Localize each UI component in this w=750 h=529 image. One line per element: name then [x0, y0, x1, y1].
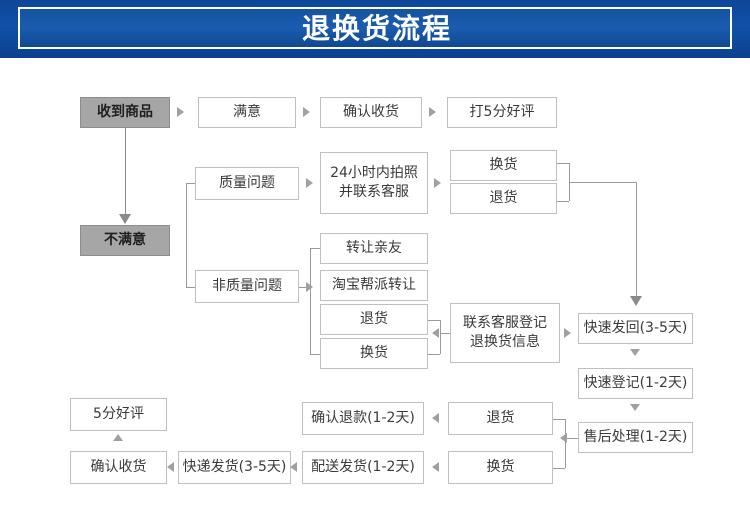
bracket-spine-tuihuo-huanhuo-mid — [440, 320, 441, 354]
node-fast-ship-back-3-5-days[interactable]: 快速发回(3-5天) — [578, 313, 693, 344]
header-banner-inner-frame: 退换货流程 — [18, 7, 732, 49]
arrow-shoudaoshangpin-to-manyi — [177, 107, 184, 117]
node-transfer-to-friends[interactable]: 转让亲友 — [320, 233, 428, 264]
arrow-paizhao-to-huanhuo-tuihuo — [434, 178, 441, 188]
node-non-quality-issue[interactable]: 非质量问题 — [195, 270, 299, 303]
bracket-arm-to-zhiliangwenti — [186, 183, 196, 184]
merge-bracket-arm-huanhuo — [557, 163, 569, 164]
bracket-feed-nonquality — [299, 287, 310, 288]
arrow-querenshouhuo-to-da5fen — [429, 107, 436, 117]
arrowhead-to-bumanyi — [119, 214, 131, 224]
node-delivery-ship-1-2-days[interactable]: 配送发货(1-2天) — [302, 451, 424, 484]
merge-bracket-arm-tuihuo — [557, 201, 569, 202]
node-return-bottom[interactable]: 退货 — [448, 402, 553, 435]
node-taobao-group-transfer[interactable]: 淘宝帮派转让 — [320, 270, 428, 301]
merge-line-vertical-to-kuaisufahui — [636, 182, 637, 296]
node-confirm-receipt-bottom[interactable]: 确认收货 — [70, 451, 167, 484]
line-shouhouchuli-to-bracket — [565, 438, 578, 439]
bracket-arm-huanhuo-bottom — [553, 468, 565, 469]
arrow-shouhouchuli-to-tuihuanhuo — [560, 433, 567, 443]
bracket-arm-to-huanhuo-lower — [310, 354, 320, 355]
node-received-goods[interactable]: 收到商品 — [80, 97, 170, 128]
node-express-ship-3-5-days[interactable]: 快递发货(3-5天) — [178, 451, 291, 484]
arrow-huanhuo-to-peisongfahuo — [432, 462, 439, 472]
arrow-lianxikefu-to-kuaisufahui — [564, 328, 571, 338]
line-shoudaoshangpin-to-bumanyi — [125, 128, 126, 216]
bracket-arm-huanhuo-mid — [428, 354, 440, 355]
arrow-zhiliangwenti-to-paizhao — [306, 178, 313, 188]
line-lianxikefu-to-bracket — [440, 333, 450, 334]
node-exchange-nonquality[interactable]: 换货 — [320, 338, 428, 369]
node-contact-service-register[interactable]: 联系客服登记 退换货信息 — [450, 303, 560, 363]
header-banner: 退换货流程 — [0, 0, 750, 58]
node-return-nonquality[interactable]: 退货 — [320, 304, 428, 335]
merge-line-horizontal-to-column — [569, 182, 636, 183]
node-five-star-review-top[interactable]: 打5分好评 — [447, 97, 557, 128]
node-satisfied[interactable]: 满意 — [198, 97, 296, 128]
node-return-quality[interactable]: 退货 — [450, 183, 557, 214]
arrow-tuihuo-to-querentuikuan — [432, 413, 439, 423]
node-aftersales-process-1-2-days[interactable]: 售后处理(1-2天) — [578, 422, 693, 453]
node-confirm-refund-1-2-days[interactable]: 确认退款(1-2天) — [302, 402, 424, 435]
bracket-arm-tuihuo-mid — [428, 320, 440, 321]
node-quality-issue[interactable]: 质量问题 — [195, 167, 299, 200]
arrow-kuaisudengji-to-shouhouchuli — [630, 404, 640, 411]
arrow-kuaisufahui-to-kuaisudengji — [630, 349, 640, 356]
arrow-querenshouhuo-to-5fenhaoping — [113, 434, 123, 441]
node-five-star-review-bottom[interactable]: 5分好评 — [70, 398, 167, 431]
arrow-feizhiliangwenti-to-options — [306, 282, 313, 292]
bracket-arm-to-zhuanrangqinyou — [310, 248, 320, 249]
node-exchange-bottom[interactable]: 换货 — [448, 451, 553, 484]
arrow-manyi-to-querenshouhuo — [303, 107, 310, 117]
node-unsatisfied[interactable]: 不满意 — [80, 225, 170, 256]
bracket-spine-quality-branch — [186, 183, 187, 287]
arrow-kuaidifahuo-to-querenshouhuo-bottom — [167, 462, 174, 472]
arrow-peisongfahuo-to-kuaidifahuo — [290, 462, 297, 472]
bracket-arm-to-feizhiliangwenti — [186, 287, 196, 288]
node-confirm-receipt-top[interactable]: 确认收货 — [320, 97, 422, 128]
bracket-arm-tuihuo-bottom — [553, 419, 565, 420]
bracket-spine-nonquality-branch — [310, 248, 311, 354]
page-title: 退换货流程 — [301, 12, 452, 45]
node-fast-register-1-2-days[interactable]: 快速登记(1-2天) — [578, 368, 693, 399]
arrow-lianxikefu-to-tuihuanhuo — [432, 328, 439, 338]
arrowhead-to-kuaisufahui — [630, 296, 642, 306]
node-exchange-quality[interactable]: 换货 — [450, 150, 557, 181]
bracket-spine-shouhou-to-tuihuanhuo — [565, 419, 566, 468]
node-photo-within-24h-contact-service[interactable]: 24小时内拍照 并联系客服 — [320, 152, 428, 214]
